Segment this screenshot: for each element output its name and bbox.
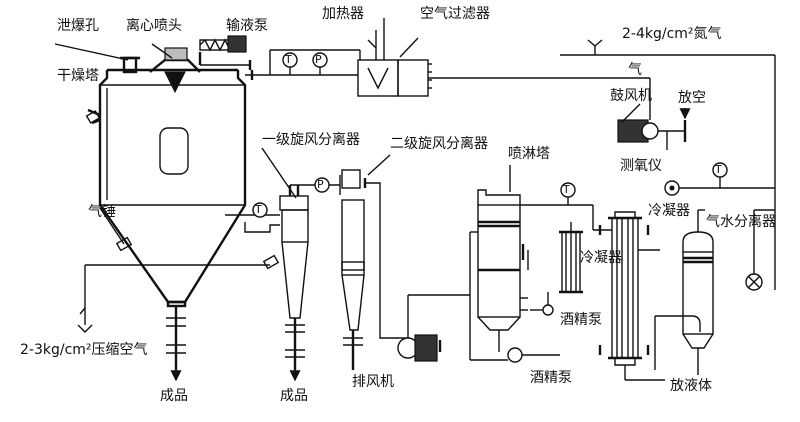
label-alcohol-pump-2: 酒精泵: [530, 370, 572, 386]
temperature-gauge-inlet: [282, 52, 298, 75]
gauge-letter-p-inlet: P: [315, 53, 322, 66]
spray-tower: [469, 165, 529, 360]
hot-air-line: [245, 49, 361, 80]
blower: [617, 103, 691, 150]
label-cyclone-2: 二级旋风分离器: [390, 136, 488, 152]
label-drying-tower: 干燥塔: [57, 68, 99, 84]
gauge-letter-t-recycle: T: [715, 163, 722, 176]
vent-hole: [54, 43, 140, 74]
air-filter: [397, 37, 432, 97]
label-oxygen-meter: 测氧仪: [620, 158, 662, 174]
label-gas-water-separator: 气水分离器: [706, 214, 776, 230]
flow-valve-return: [745, 209, 775, 291]
temperature-gauge-cyclone-1: [252, 202, 268, 218]
label-condenser-2: 冷凝器: [580, 250, 622, 266]
label-heater: 加热器: [322, 6, 364, 22]
label-air-filter: 空气过滤器: [420, 6, 490, 22]
pressure-gauge-cyclone: [314, 177, 330, 193]
label-nitrogen: 2-4kg/cm²氮气: [622, 26, 722, 42]
label-exhaust-fan: 排风机: [352, 374, 394, 390]
label-atomizer: 离心喷头: [126, 18, 182, 34]
label-compressed-air: 2-3kg/cm²压缩空气: [20, 342, 148, 358]
exhaust-fan: [397, 294, 470, 362]
label-spray-tower: 喷淋塔: [508, 146, 550, 162]
gauge-letter-t-cyclone: T: [255, 203, 262, 216]
tower-to-cyclone-duct: [225, 214, 280, 233]
cyclone-separator-1: [261, 147, 341, 382]
gauge-letter-t-inlet: T: [285, 53, 292, 66]
label-alcohol-pump-1: 酒精泵: [560, 312, 602, 328]
alcohol-pump-2: [470, 347, 560, 363]
oxygen-analyzer: [664, 180, 705, 196]
gas-water-separator: [654, 209, 714, 375]
label-vent-hole: 泄爆孔: [57, 18, 99, 34]
label-air-hammer: 气锤: [88, 204, 116, 220]
recycle-gas-line: [428, 39, 776, 290]
centrifugal-atomizer: [149, 43, 201, 94]
pressure-gauge-inlet: [312, 52, 328, 75]
label-product-1: 成品: [160, 388, 188, 404]
gauge-letter-p-cyclone: P: [317, 178, 324, 191]
air-hammer-line: [77, 207, 270, 333]
label-blower: 鼓风机: [610, 88, 652, 104]
cyclone-separator-2: [341, 154, 410, 370]
label-drain: 放液体: [670, 378, 712, 394]
label-gas: 气: [628, 62, 642, 78]
drying-tower: [85, 68, 280, 382]
liquid-pump: [198, 35, 252, 70]
small-condenser: [547, 222, 583, 305]
label-liquid-pump: 输液泵: [226, 18, 268, 34]
label-product-2: 成品: [280, 388, 308, 404]
heater: [357, 18, 399, 97]
label-vent-air: 放空: [678, 90, 706, 106]
large-condenser: [592, 205, 665, 381]
alcohol-pump-1: [530, 304, 554, 316]
gauge-letter-t-spray: T: [563, 183, 570, 196]
temperature-gauge-recycle: [705, 162, 775, 189]
label-condenser-1: 冷凝器: [648, 203, 690, 219]
temperature-gauge-spray: [520, 182, 593, 206]
label-cyclone-1: 一级旋风分离器: [262, 132, 360, 148]
